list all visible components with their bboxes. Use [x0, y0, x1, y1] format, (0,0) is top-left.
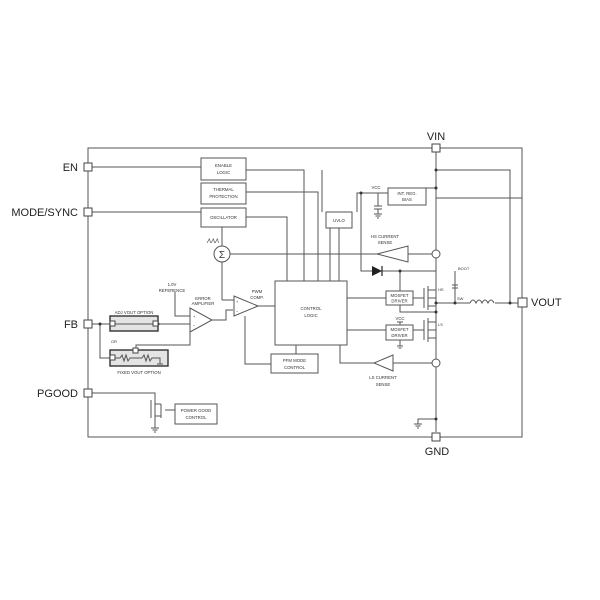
mosfets [150, 286, 436, 418]
svg-text:ENABLE: ENABLE [215, 163, 232, 168]
wires [92, 152, 522, 433]
fixed-vout-option: FIXED VOUT OPTION [109, 347, 169, 375]
ls-current-sense-amp: LS CURRENT SENSE [369, 354, 397, 387]
svg-text:UVLO: UVLO [333, 218, 345, 223]
pwm-comparator: + − PWM COMP. [233, 289, 264, 317]
svg-text:FIXED VOUT OPTION: FIXED VOUT OPTION [117, 370, 160, 375]
svg-text:PFM MODE: PFM MODE [283, 358, 306, 363]
junctions [98, 168, 512, 421]
svg-text:INT. REG.: INT. REG. [397, 191, 416, 196]
svg-text:POWER GOOD: POWER GOOD [181, 408, 212, 413]
svg-text:PROTECTION: PROTECTION [209, 194, 237, 199]
reference-label: 1.0V [168, 282, 177, 287]
svg-text:ΛΛΛ: ΛΛΛ [206, 239, 219, 245]
svg-text:HS CURRENT: HS CURRENT [371, 234, 400, 239]
svg-text:PWM: PWM [252, 289, 263, 294]
svg-text:CONTROL: CONTROL [284, 365, 306, 370]
mosfet-driver-ls-block: MOSFET DRIVER [385, 324, 414, 341]
svg-text:OSCILLATOR: OSCILLATOR [210, 215, 237, 220]
error-amplifier: + − ERROR AMPLIFIER [189, 296, 215, 333]
mosfet-driver-hs-block: MOSFET DRIVER [385, 290, 414, 306]
ls-label: LS [438, 322, 443, 327]
ls-sense-node [431, 358, 441, 368]
vin-pin [431, 143, 441, 153]
svg-text:ERROR: ERROR [195, 296, 211, 301]
adj-vout-option: ADJ VOUT OPTION [109, 310, 159, 332]
boot-diode [372, 266, 382, 276]
chip-outline [87, 147, 523, 438]
vout-pin [517, 297, 528, 308]
int-reg-bias-block: INT. REG. BIAS [387, 187, 427, 206]
svg-text:THERMAL: THERMAL [213, 187, 234, 192]
svg-text:BIAS: BIAS [402, 197, 412, 202]
pgood-label: PGOOD [37, 388, 78, 400]
hs-label: HS [438, 287, 444, 292]
svg-text:DRIVER: DRIVER [391, 333, 407, 338]
svg-text:−: − [193, 323, 196, 328]
svg-text:−: − [236, 309, 239, 314]
svg-text:AMPLIFIER: AMPLIFIER [192, 301, 215, 306]
svg-text:LOGIC: LOGIC [304, 313, 317, 318]
vcc-driver-label: VCC [395, 316, 404, 321]
svg-text:SENSE: SENSE [378, 240, 393, 245]
svg-text:+: + [236, 299, 239, 304]
pfm-mode-control-block: PFM MODE CONTROL [270, 353, 319, 374]
vcc-label: VCC [371, 185, 380, 190]
uvlo-block: UVLO [325, 211, 353, 229]
hs-sense-node [431, 249, 441, 259]
hs-current-sense-amp: HS CURRENT SENSE [371, 234, 409, 263]
mode-sync-pin [83, 207, 93, 217]
or-label: OR [111, 339, 117, 344]
svg-text:SENSE: SENSE [376, 382, 391, 387]
oscillator-block: OSCILLATOR [200, 207, 247, 228]
summing-node: Σ ΛΛΛ [206, 239, 231, 263]
en-pin [83, 162, 93, 172]
svg-text:CONTROL: CONTROL [185, 415, 207, 420]
inductor [469, 299, 495, 305]
svg-text:DRIVER: DRIVER [391, 299, 407, 304]
svg-text:MOSFET: MOSFET [391, 293, 409, 298]
svg-text:CONTROL: CONTROL [300, 306, 322, 311]
control-logic-block: CONTROL LOGIC [274, 280, 348, 346]
mode-sync-label: MODE/SYNC [11, 207, 78, 219]
vout-label: VOUT [531, 297, 562, 309]
en-label: EN [63, 162, 78, 174]
vin-label: VIN [427, 131, 445, 143]
svg-text:ADJ VOUT OPTION: ADJ VOUT OPTION [115, 310, 154, 315]
svg-text:COMP.: COMP. [250, 295, 264, 300]
svg-text:+: + [193, 314, 196, 319]
sw-label: SW [457, 296, 464, 301]
reference-label-2: REFERENCE [159, 288, 186, 293]
svg-text:Σ: Σ [219, 250, 225, 261]
boot-label: BOOT [458, 266, 470, 271]
thermal-protection-block: THERMAL PROTECTION [200, 182, 247, 205]
enable-logic-block: ENABLE LOGIC [200, 157, 247, 181]
svg-text:MOSFET: MOSFET [391, 327, 409, 332]
pgood-pin [83, 388, 93, 398]
gnd-label: GND [425, 446, 450, 458]
svg-text:LOGIC: LOGIC [217, 170, 230, 175]
gnd-pin [431, 432, 441, 442]
fb-pin [83, 319, 93, 329]
fb-label: FB [64, 319, 78, 331]
svg-text:LS CURRENT: LS CURRENT [369, 375, 397, 380]
power-good-control-block: POWER GOOD CONTROL [174, 403, 218, 425]
